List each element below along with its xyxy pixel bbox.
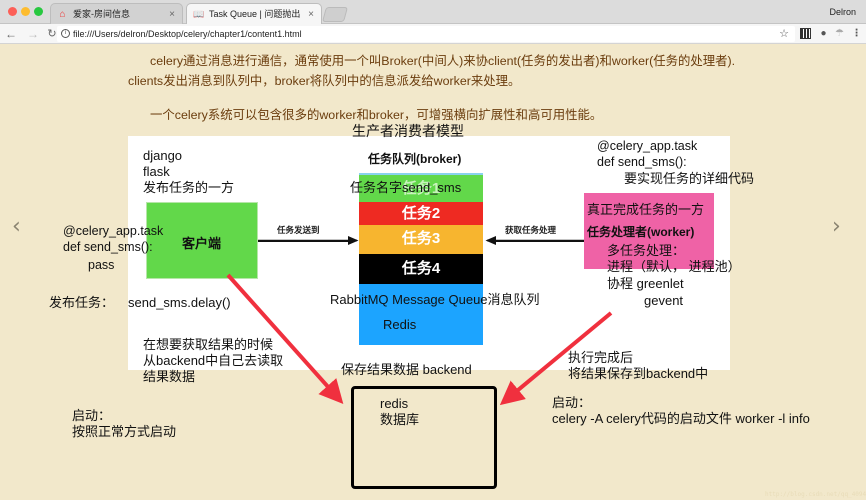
- send-arrow-label: 任务发送到: [277, 225, 320, 235]
- worker-start-title: 启动：: [552, 395, 592, 410]
- worker-code-decorator: @celery_app.task: [597, 139, 698, 153]
- fetch-arrow-label: 获取任务处理: [505, 225, 557, 235]
- close-tab-icon[interactable]: ×: [308, 9, 314, 20]
- client-code-pass: pass: [88, 258, 115, 272]
- parachute-extension-icon[interactable]: ☂: [835, 28, 844, 39]
- address-bar[interactable]: i file:///Users/delron/Desktop/celery/ch…: [57, 26, 795, 42]
- more-menu-icon[interactable]: ⋮: [851, 28, 862, 39]
- info-icon[interactable]: i: [61, 29, 70, 38]
- worker-gevent-label: gevent: [644, 293, 684, 308]
- db-redis-label: redis: [380, 396, 409, 411]
- tab-bar: ⌂ 爱家-房间信息 × 📖 Task Queue | 问题抛出 × Delron: [0, 0, 866, 25]
- intro-paragraph: celery通过消息进行通信，通常使用一个叫Broker(中间人)来协clien…: [128, 54, 736, 88]
- publish-task-label: 发布任务：: [49, 295, 115, 310]
- maximize-window-button[interactable]: [34, 7, 43, 16]
- queue-item-2: 任务2: [359, 202, 483, 225]
- get-result-note-line2: 从backend中自己去读取: [143, 353, 284, 368]
- minimize-window-button[interactable]: [21, 7, 30, 16]
- back-arrow-icon[interactable]: ←: [5, 27, 17, 41]
- client-framework-flask: flask: [143, 164, 170, 179]
- worker-done-note-line2: 将结果保存到backend中: [568, 366, 709, 381]
- get-result-note-line1: 在想要获取结果的时候: [143, 337, 274, 352]
- backend-database-box: [351, 386, 497, 489]
- task-name-label: 任务名字send_sms: [350, 180, 462, 195]
- client-start-desc: 按照正常方式启动: [72, 424, 177, 439]
- task-queue: 任务1 任务2 任务3 任务4: [359, 173, 483, 345]
- queue-item-1: 任务1: [359, 173, 483, 202]
- queue-implementation-label: RabbitMQ Message Queue消息队列: [330, 292, 540, 307]
- tab-aijia[interactable]: ⌂ 爱家-房间信息 ×: [50, 3, 183, 24]
- close-tab-icon[interactable]: ×: [169, 9, 175, 20]
- queue-item-4: 任务4: [359, 254, 483, 284]
- broker-title: 任务队列(broker): [368, 152, 462, 166]
- scalability-paragraph: 一个celery系统可以包含很多的worker和broker，可增强横向扩展性和…: [150, 108, 603, 122]
- worker-done-note-line1: 执行完成后: [568, 350, 634, 365]
- worker-code-comment: 要实现任务的详细代码: [624, 171, 755, 186]
- worker-start-command: celery -A celery代码的启动文件 worker -l info: [552, 411, 810, 426]
- client-description: 发布任务的一方: [143, 180, 235, 195]
- house-icon: ⌂: [59, 9, 66, 20]
- get-result-note-line3: 结果数据: [143, 369, 196, 384]
- book-icon: 📖: [193, 9, 205, 19]
- save-result-label: 保存结果数据 backend: [341, 362, 472, 377]
- tab-label: 爱家-房间信息: [73, 9, 130, 19]
- browser-toolbar: ← → ↻ i file:///Users/delron/Desktop/cel…: [0, 24, 866, 44]
- worker-label: 任务处理者(worker): [587, 225, 695, 239]
- next-slide-chevron-icon[interactable]: ›: [832, 214, 841, 239]
- worker-description: 真正完成任务的一方: [587, 202, 705, 217]
- qr-code-extension-icon[interactable]: [800, 28, 811, 39]
- tab-task-queue[interactable]: 📖 Task Queue | 问题抛出 ×: [186, 3, 322, 25]
- reload-icon[interactable]: ↻: [47, 28, 57, 40]
- diagram-title: 生产者消费者模型: [352, 123, 464, 139]
- new-tab-button[interactable]: [321, 7, 349, 22]
- client-framework-django: django: [143, 148, 183, 163]
- close-window-button[interactable]: [8, 7, 17, 16]
- address-text: file:///Users/delron/Desktop/celery/chap…: [73, 29, 302, 39]
- worker-coroutine-label: 协程 greenlet: [607, 276, 684, 291]
- worker-process-label: 进程（默认， 进程池）: [607, 259, 741, 274]
- db-database-label: 数据库: [380, 412, 420, 427]
- profile-name[interactable]: Delron: [829, 7, 856, 17]
- client-code-def: def send_sms():: [63, 240, 153, 254]
- client-start-title: 启动：: [72, 408, 112, 423]
- tab-label: Task Queue | 问题抛出: [209, 9, 301, 19]
- client-label: 客户端: [182, 236, 222, 251]
- bookmark-star-icon[interactable]: ☆: [779, 28, 789, 40]
- send-arrow: [258, 240, 354, 242]
- evernote-extension-icon[interactable]: ●: [820, 28, 827, 39]
- client-code-decorator: @celery_app.task: [63, 224, 164, 238]
- previous-slide-chevron-icon[interactable]: ‹: [12, 214, 21, 239]
- worker-code-def: def send_sms():: [597, 155, 687, 169]
- fetch-arrow: [490, 240, 584, 242]
- watermark: http://blog.csdn.net/qq_40945329: [765, 491, 866, 498]
- worker-box: [584, 193, 714, 269]
- publish-task-call: send_sms.delay(): [128, 295, 231, 310]
- client-box: 客户端: [146, 202, 258, 279]
- queue-redis-label: Redis: [383, 317, 417, 332]
- forward-arrow-icon[interactable]: →: [27, 27, 39, 41]
- queue-item-3: 任务3: [359, 225, 483, 254]
- worker-multitask-label: 多任务处理：: [607, 243, 686, 258]
